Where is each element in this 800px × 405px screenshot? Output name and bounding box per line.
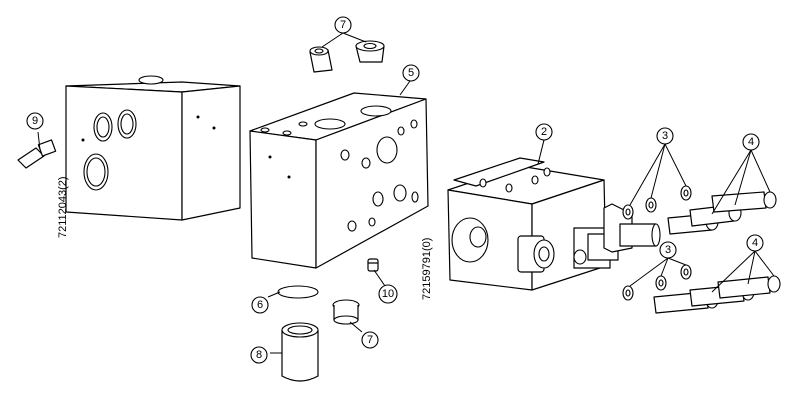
callout-8: 8 (250, 346, 268, 364)
small-fitting (367, 258, 379, 272)
callout-5: 5 (402, 64, 420, 82)
washers-upper (622, 185, 692, 220)
plugs-top (309, 40, 385, 73)
valve-assembly (447, 157, 633, 291)
svg-text:3: 3 (662, 130, 668, 142)
right-manifold-block (249, 92, 429, 269)
callout-3-lower: 3 (659, 241, 677, 259)
callout-6: 6 (251, 296, 269, 314)
svg-text:2: 2 (541, 126, 547, 138)
svg-text:10: 10 (382, 288, 394, 300)
svg-text:4: 4 (752, 237, 758, 249)
bolts-lower (653, 275, 781, 314)
callout-9: 9 (26, 112, 44, 130)
callout-7-top: 7 (334, 16, 352, 34)
svg-text:7: 7 (367, 334, 373, 346)
svg-text:3: 3 (665, 244, 671, 256)
bolts-upper (667, 191, 777, 235)
callout-2: 2 (535, 123, 553, 141)
callout-3-upper: 3 (656, 127, 674, 145)
callout-4-lower: 4 (746, 234, 764, 252)
elbow-fitting (17, 139, 57, 169)
solenoid-coil (619, 223, 661, 247)
plug-bottom (332, 299, 360, 325)
o-ring (277, 285, 319, 299)
cartridge (281, 322, 319, 382)
svg-text:9: 9 (32, 115, 38, 127)
leader-lines (37, 32, 775, 354)
svg-text:4: 4 (748, 136, 754, 148)
callout-4-upper: 4 (742, 133, 760, 151)
part-number-left-block: 72112043(2) (57, 176, 69, 238)
left-manifold-block (65, 75, 241, 221)
callout-7-bottom: 7 (361, 331, 379, 349)
svg-text:7: 7 (340, 19, 346, 31)
part-number-valve-assembly: 72159791(0) (421, 238, 433, 300)
svg-text:5: 5 (408, 67, 414, 79)
callout-10: 10 (378, 284, 398, 304)
svg-text:6: 6 (257, 299, 263, 311)
svg-text:8: 8 (256, 349, 262, 361)
washers-lower (622, 264, 692, 301)
